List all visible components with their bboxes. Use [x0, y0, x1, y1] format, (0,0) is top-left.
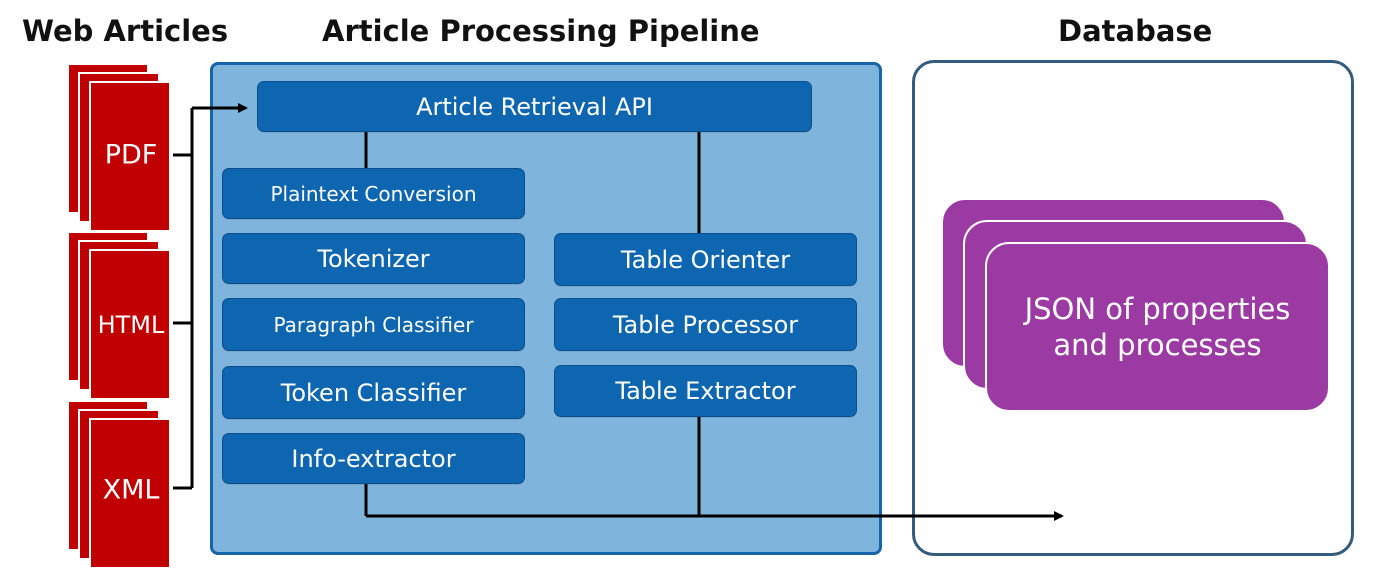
document-icon — [89, 418, 171, 569]
web-articles-heading: Web Articles — [22, 14, 229, 48]
json-card — [985, 242, 1330, 412]
table-extractor-box: Table Extractor — [554, 365, 857, 417]
info-extractor-box: Info-extractor — [222, 433, 525, 484]
json-label-line-1: JSON of properties — [1024, 291, 1291, 326]
article-retrieval-api-box: Article Retrieval API — [257, 81, 812, 132]
table-processor-box: Table Processor — [554, 298, 857, 351]
paragraph-classifier-box: Paragraph Classifier — [222, 298, 525, 351]
database-heading: Database — [1058, 14, 1213, 48]
pdf-label: PDF — [104, 139, 158, 171]
tokenizer-box: Tokenizer — [222, 233, 525, 284]
pipeline-heading: Article Processing Pipeline — [322, 14, 760, 48]
document-icon — [89, 249, 171, 400]
table-orienter-box: Table Orienter — [554, 233, 857, 286]
document-icon — [89, 81, 171, 232]
token-classifier-box: Token Classifier — [222, 366, 525, 419]
json-label-line-2: and processes — [1053, 328, 1262, 362]
xml-label: XML — [102, 474, 160, 506]
plaintext-conversion-box: Plaintext Conversion — [222, 168, 525, 219]
html-label: HTML — [97, 311, 165, 339]
json-record-label: JSON of properties and processes — [985, 242, 1330, 412]
